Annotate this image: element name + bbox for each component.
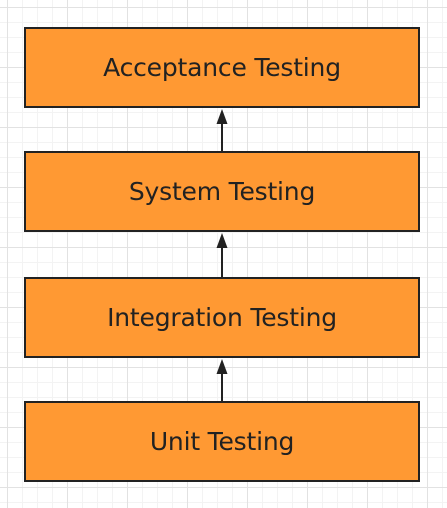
integration-testing-label: Integration Testing: [107, 303, 337, 332]
acceptance-testing-label: Acceptance Testing: [103, 53, 341, 82]
unit-testing-box: Unit Testing: [24, 401, 420, 482]
arrow-unit-to-integration: [216, 359, 228, 401]
acceptance-testing-box: Acceptance Testing: [24, 27, 420, 108]
integration-testing-box: Integration Testing: [24, 277, 420, 358]
unit-testing-label: Unit Testing: [149, 427, 295, 456]
system-testing-box: System Testing: [24, 151, 420, 232]
arrow-integration-to-system: [216, 233, 228, 277]
system-testing-label: System Testing: [128, 177, 316, 206]
arrow-system-to-acceptance: [216, 109, 228, 151]
